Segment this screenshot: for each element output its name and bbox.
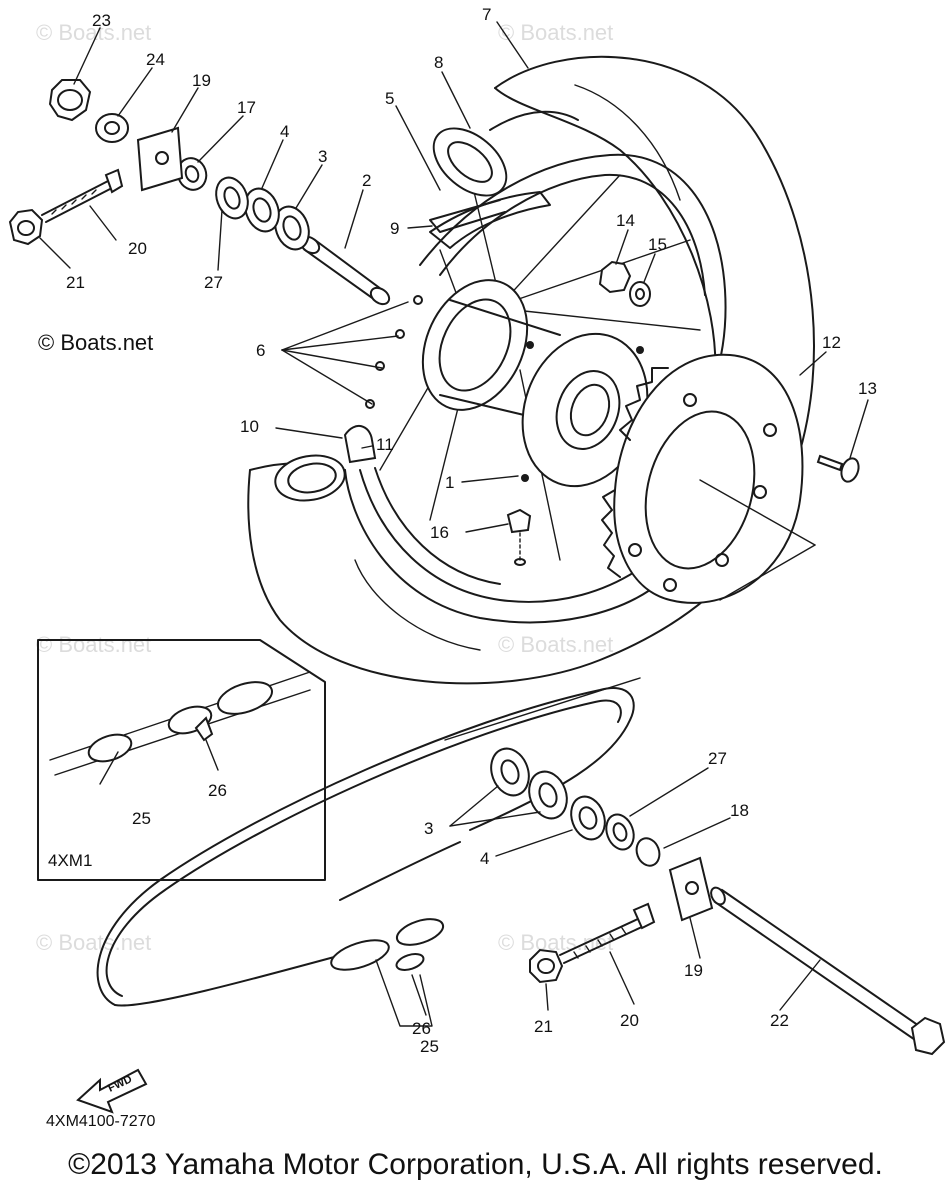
label-3: 3 [318, 147, 327, 166]
label-19: 19 [192, 71, 211, 90]
sprocket [601, 353, 816, 604]
label-3: 3 [424, 819, 433, 838]
collar [299, 235, 391, 306]
label-25: 25 [420, 1037, 439, 1056]
label-20: 20 [128, 239, 147, 258]
label-26: 26 [412, 1019, 431, 1038]
watermark-faint: © Boats.net [36, 632, 151, 657]
label-1: 1 [445, 473, 454, 492]
label-23: 23 [92, 11, 111, 30]
drive-chain [96, 687, 635, 1007]
label-10: 10 [240, 417, 259, 436]
label-27: 27 [708, 749, 727, 768]
label-21: 21 [534, 1017, 553, 1036]
watermark-faint: © Boats.net [498, 632, 613, 657]
watermark-faint: © Boats.net [498, 930, 613, 955]
label-20: 20 [620, 1011, 639, 1030]
label-25: 25 [132, 809, 151, 828]
label-2: 2 [362, 171, 371, 190]
label-24: 24 [146, 50, 165, 69]
leader-lines [39, 21, 869, 1027]
inset-label: 4XM1 [48, 851, 92, 870]
label-12: 12 [822, 333, 841, 352]
label-9: 9 [390, 219, 399, 238]
tire [247, 55, 815, 685]
upper-left-fasteners [8, 79, 129, 246]
label-8: 8 [434, 53, 443, 72]
label-18: 18 [730, 801, 749, 820]
label-5: 5 [385, 89, 394, 108]
label-17: 17 [237, 98, 256, 117]
copyright-notice: ©2013 Yamaha Motor Corporation, U.S.A. A… [68, 1148, 883, 1181]
label-14: 14 [616, 211, 635, 230]
label-7: 7 [482, 5, 491, 24]
label-22: 22 [770, 1011, 789, 1030]
label-6: 6 [256, 341, 265, 360]
fwd-arrow-icon: FWD [76, 1068, 148, 1114]
label-11: 11 [376, 435, 394, 454]
diagram-code: 4XM4100-7270 [46, 1113, 156, 1130]
watermark-faint: © Boats.net [498, 20, 613, 45]
hub [421, 279, 649, 488]
inset-box [37, 639, 326, 881]
part-labels: 23 24 19 17 4 3 2 5 8 7 9 20 21 27 6 10 … [48, 5, 877, 1056]
label-4: 4 [480, 849, 489, 868]
label-19: 19 [684, 961, 703, 980]
label-4: 4 [280, 122, 289, 141]
label-13: 13 [858, 379, 877, 398]
label-27: 27 [204, 273, 223, 292]
tube [429, 110, 579, 233]
label-15: 15 [648, 235, 667, 254]
right-axle-stack [444, 677, 946, 1056]
label-16: 16 [430, 523, 449, 542]
label-26: 26 [208, 781, 227, 800]
watermark-faint: © Boats.net [36, 930, 151, 955]
label-21: 21 [66, 273, 85, 292]
left-axle-stack [136, 126, 310, 251]
tire-section-lower [274, 425, 377, 502]
watermark-main: © Boats.net [38, 330, 153, 355]
faint-watermarks: © Boats.net © Boats.net © Boats.net © Bo… [36, 20, 613, 955]
